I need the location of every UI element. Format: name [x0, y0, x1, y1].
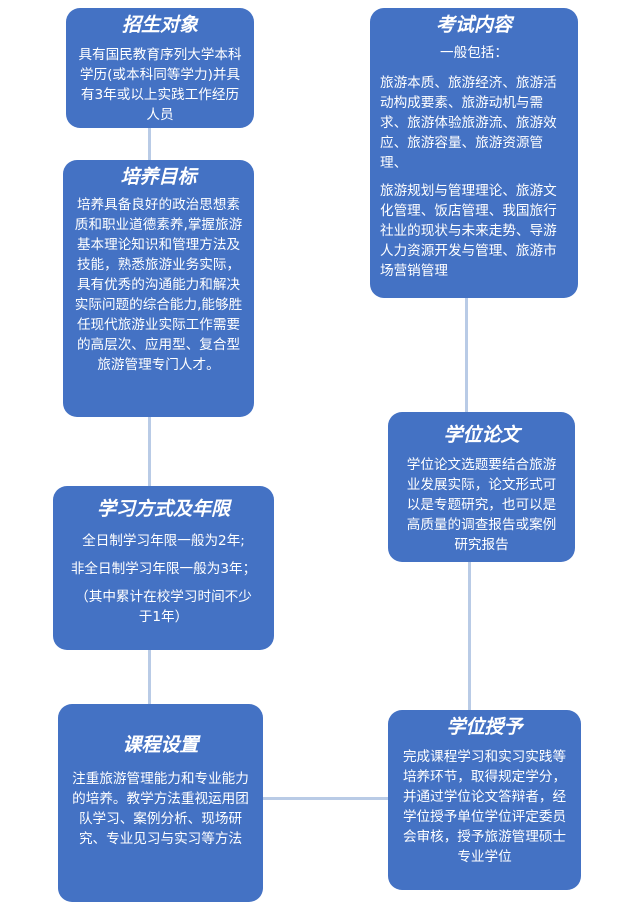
degree-title: 学位授予 — [446, 716, 523, 738]
exam-box: 考试内容 一般包括： 旅游本质、旅游经济、旅游活动构成要素、旅游动机与需求、旅游… — [370, 8, 578, 298]
curriculum-title: 课程设置 — [122, 734, 199, 756]
connector-exam-thesis — [465, 296, 468, 414]
study-mode-parttime: 非全日制学习年限一般为3年； — [70, 560, 257, 577]
curriculum-text: 注重旅游管理能力和专业能力的培养。教学方法重视运用团队学习、案例分析、现场研究、… — [72, 770, 249, 847]
objectives-title: 培养目标 — [120, 166, 197, 188]
connector-curriculum-degree — [262, 797, 390, 800]
exam-title: 考试内容 — [435, 14, 512, 36]
study-mode-box: 学习方式及年限 全日制学习年限一般为2年; 非全日制学习年限一般为3年； （其中… — [53, 486, 274, 650]
exam-topics-1: 旅游本质、旅游经济、旅游活动构成要素、旅游动机与需求、旅游体验旅游流、旅游效应、… — [380, 74, 557, 171]
study-mode-fulltime: 全日制学习年限一般为2年; — [82, 532, 245, 549]
thesis-text: 学位论文选题要结合旅游业发展实际，论文形式可以是专题研究，也可以是高质量的调查报… — [406, 456, 557, 553]
curriculum-box: 课程设置 注重旅游管理能力和专业能力的培养。教学方法重视运用团队学习、案例分析、… — [58, 704, 263, 902]
connector-enrollment-objectives — [148, 126, 151, 162]
connector-objectives-study-mode — [148, 415, 151, 487]
exam-topics-2: 旅游规划与管理理论、旅游文化管理、饭店管理、我国旅行社业的现状与未来走势、导游人… — [380, 182, 557, 279]
degree-box: 学位授予 完成课程学习和实习实践等培养环节，取得规定学分，并通过学位论文答辩者，… — [388, 710, 581, 890]
enrollment-text: 具有国民教育序列大学本科学历(或本科同等学力)并具有3年或以上实践工作经历人员 — [78, 46, 242, 123]
degree-text: 完成课程学习和实习实践等培养环节，取得规定学分，并通过学位论文答辩者，经学位授予… — [402, 748, 567, 865]
enrollment-title: 招生对象 — [121, 14, 198, 36]
study-mode-note: （其中累计在校学习时间不少于1年） — [75, 588, 252, 625]
objectives-text: 培养具备良好的政治思想素质和职业道德素养,掌握旅游基本理论知识和管理方法及技能，… — [74, 196, 243, 373]
thesis-box: 学位论文 学位论文选题要结合旅游业发展实际，论文形式可以是专题研究，也可以是高质… — [388, 412, 575, 562]
exam-intro: 一般包括： — [440, 44, 508, 61]
connector-thesis-degree — [468, 560, 471, 712]
thesis-title: 学位论文 — [443, 424, 520, 446]
connector-study-mode-curriculum — [148, 648, 151, 706]
objectives-box: 培养目标 培养具备良好的政治思想素质和职业道德素养,掌握旅游基本理论知识和管理方… — [63, 160, 254, 417]
enrollment-box: 招生对象 具有国民教育序列大学本科学历(或本科同等学力)并具有3年或以上实践工作… — [66, 8, 254, 128]
study-mode-title: 学习方式及年限 — [96, 498, 230, 520]
